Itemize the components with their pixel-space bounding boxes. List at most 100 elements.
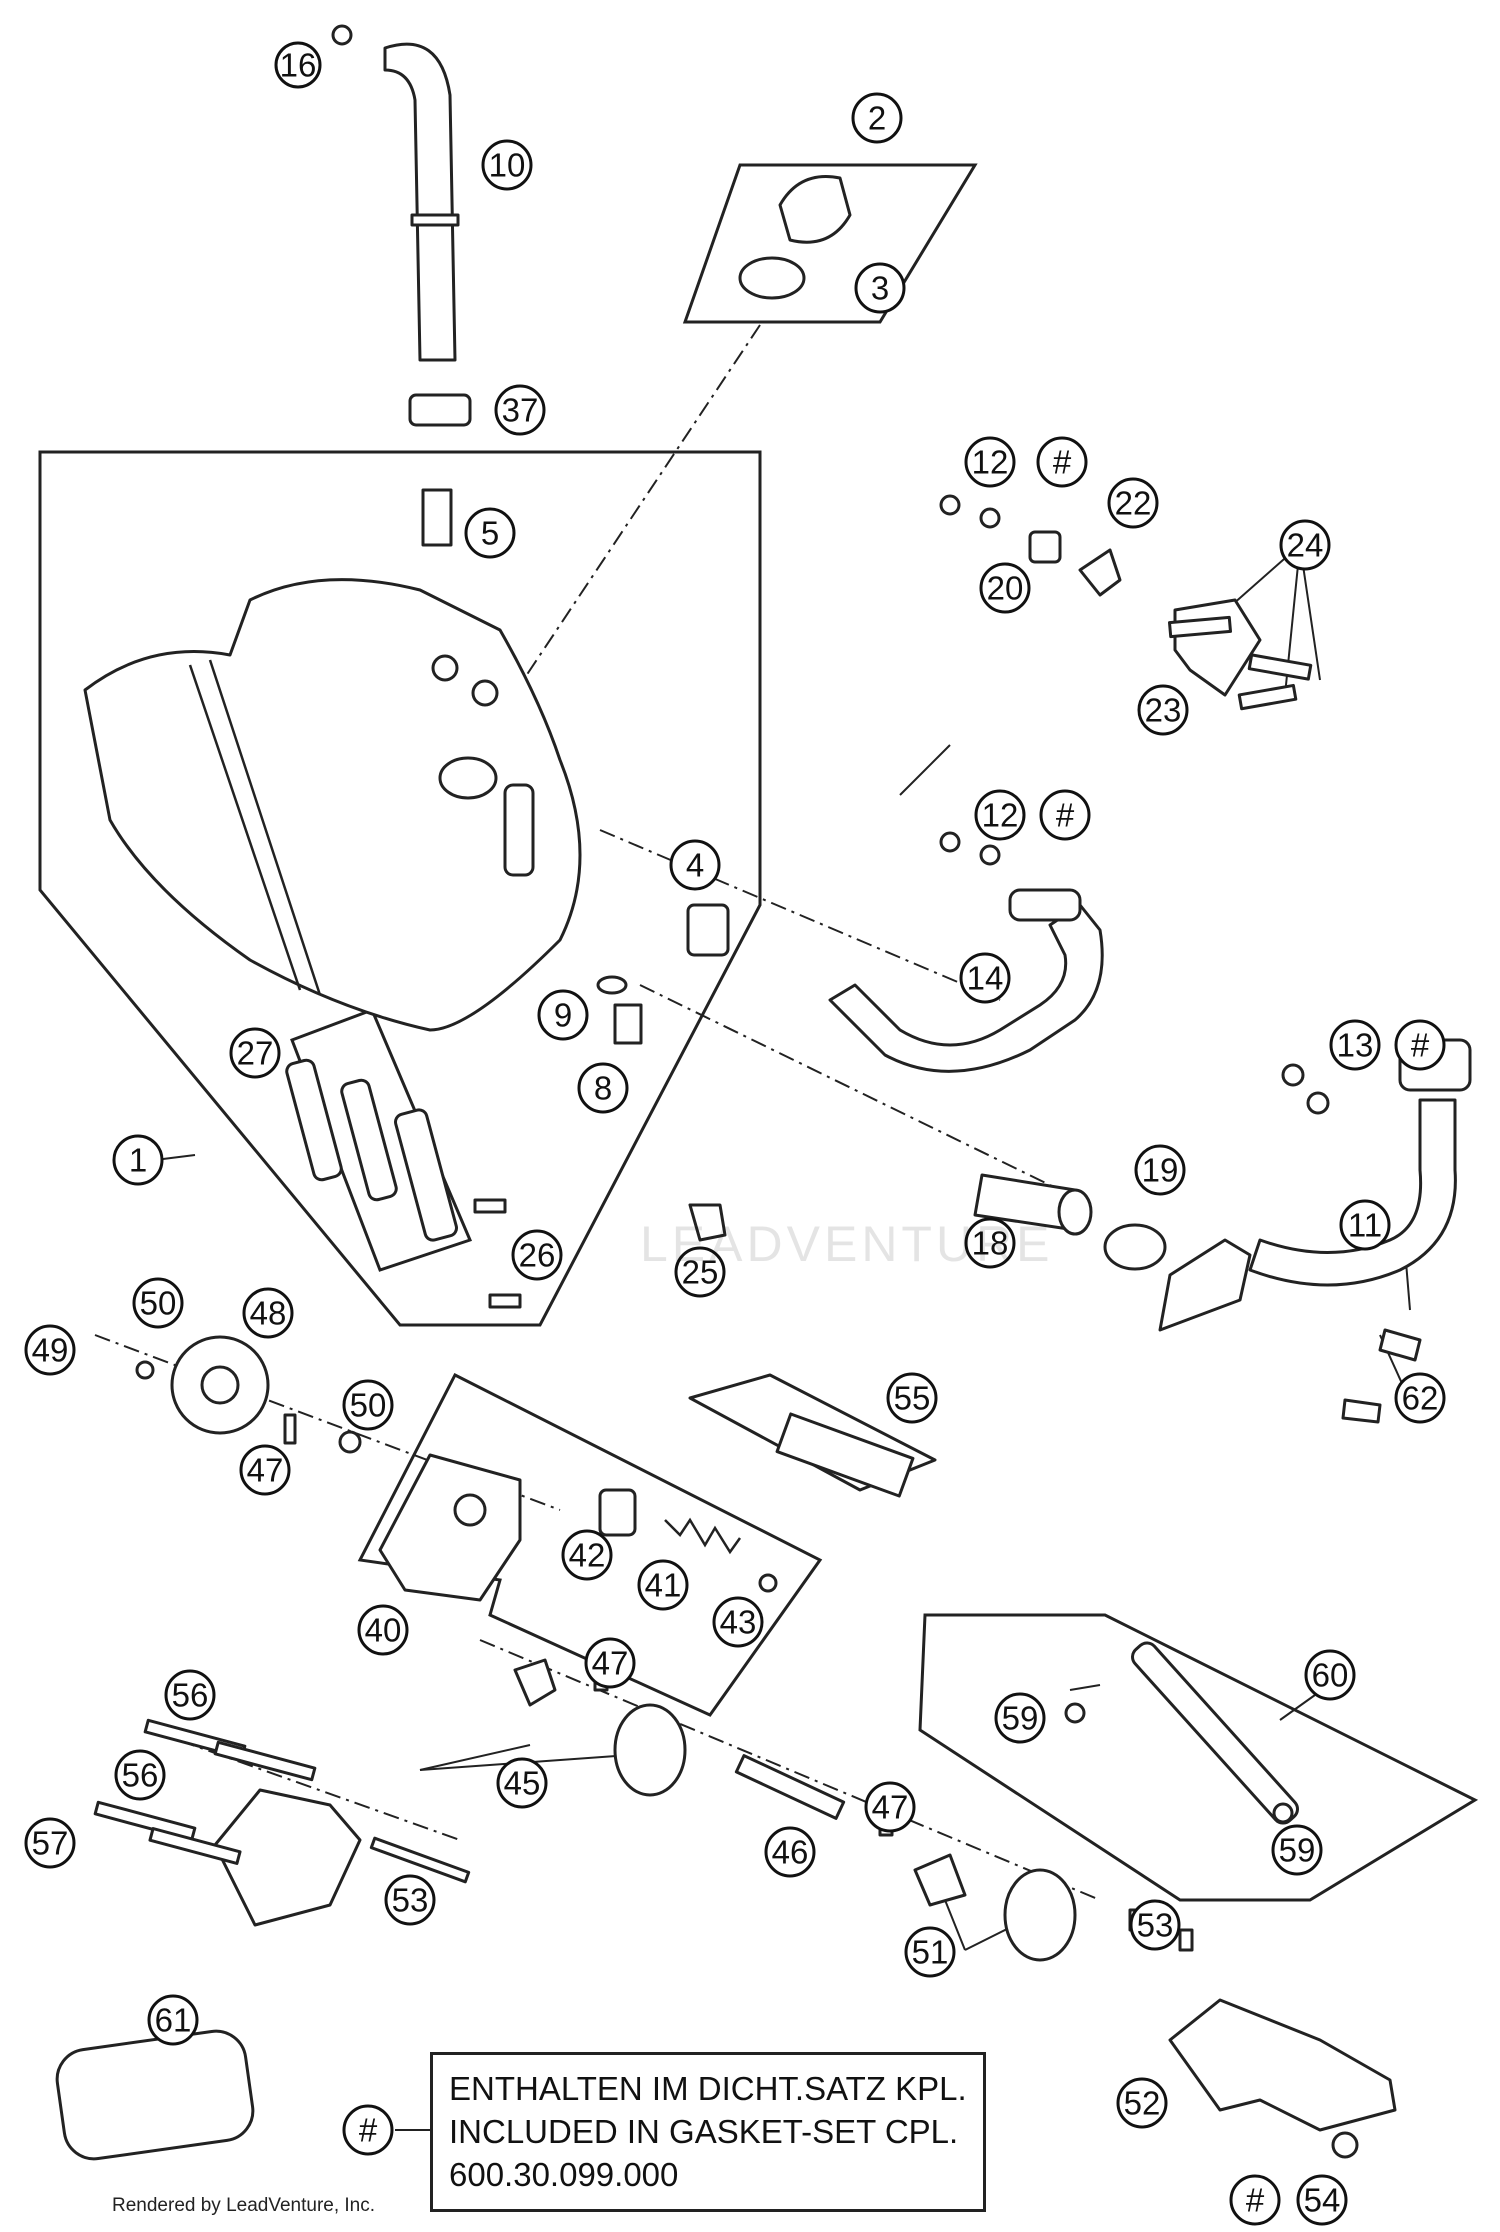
svg-text:#: # [1411,1027,1430,1064]
svg-text:3: 3 [871,270,889,307]
svg-text:50: 50 [350,1387,387,1424]
callout-hash-right: # [1394,1019,1446,1071]
spacer [1028,530,1062,564]
callout-43: 43 [712,1596,764,1648]
watermark-text: LEADVENTURE [640,1216,1054,1272]
svg-text:5: 5 [481,515,499,552]
callout-20: 20 [979,562,1031,614]
callout-55: 55 [886,1372,938,1424]
frame-oil-tank-group [38,450,762,1327]
callout-25: 25 [674,1246,726,1298]
oil-filter-cartridge [55,2029,255,2161]
pump-housing-rear [213,1788,362,1927]
oil-line-upper [828,903,1104,1073]
svg-text:43: 43 [720,1604,757,1641]
svg-text:49: 49 [32,1332,69,1369]
callout-24: 24 [1279,519,1331,571]
callout-4: 4 [669,839,721,891]
callout-12-top: 12 [964,436,1016,488]
svg-text:40: 40 [365,1612,402,1649]
svg-text:#: # [1053,444,1072,481]
callout-9: 9 [537,989,589,1041]
screen-gasket [285,1058,343,1182]
svg-text:61: 61 [155,2002,192,2039]
callout-61: 61 [147,1994,199,2046]
callout-19: 19 [1134,1144,1186,1196]
callout-46: 46 [764,1826,816,1878]
svg-text:41: 41 [645,1567,682,1604]
callout-47-right: 47 [864,1781,916,1833]
svg-text:19: 19 [1142,1152,1179,1189]
pressure-valve-piston [598,1488,637,1537]
svg-text:53: 53 [1137,1907,1174,1944]
svg-text:4: 4 [686,847,704,884]
svg-text:56: 56 [122,1757,159,1794]
mounting-bracket [1173,598,1262,697]
svg-text:22: 22 [1115,485,1152,522]
oil-pipe [1131,1641,1299,1825]
svg-text:12: 12 [982,797,1019,834]
callout-51: 51 [904,1926,956,1978]
frame-filler-cap-group [682,163,978,324]
svg-text:11: 11 [1348,1207,1382,1244]
svg-text:16: 16 [280,47,317,84]
svg-text:24: 24 [1287,527,1324,564]
callout-57: 57 [24,1817,76,1869]
svg-text:62: 62 [1402,1380,1439,1417]
callout-hash-bottom: # [1229,2174,1281,2226]
callout-5: 5 [464,507,516,559]
svg-text:26: 26 [519,1237,556,1274]
pump-rotor-inner [513,1658,557,1707]
svg-text:1: 1 [129,1142,147,1179]
callout-50-left: 50 [132,1277,184,1329]
svg-text:60: 60 [1312,1657,1349,1694]
note-line-english: INCLUDED IN GASKET-SET CPL. [449,2113,959,2150]
callout-62: 62 [1394,1372,1446,1424]
callout-22: 22 [1107,477,1159,529]
note-line-german: ENTHALTEN IM DICHT.SATZ KPL. [449,2070,967,2107]
callout-42: 42 [561,1529,613,1581]
svg-text:#: # [359,2112,378,2149]
breather-hose [383,42,457,362]
svg-text:2: 2 [868,100,886,137]
callout-14: 14 [959,952,1011,1004]
callout-3: 3 [854,262,906,314]
frame-filter-screen-group [290,1008,473,1272]
gasket-set-note: ENTHALTEN IM DICHT.SATZ KPL. INCLUDED IN… [430,2052,986,2212]
svg-text:27: 27 [237,1035,274,1072]
svg-text:46: 46 [772,1834,809,1871]
knob [1078,548,1122,597]
callout-12-mid: 12 [974,789,1026,841]
callout-59-bottom: 59 [1271,1824,1323,1876]
callout-45: 45 [496,1757,548,1809]
svg-text:56: 56 [172,1677,209,1714]
note-part-number: 600.30.099.000 [449,2156,679,2193]
callouts: 16 10 37 2 3 5 12 # 22 20 24 23 4 12 # 1… [24,41,1446,2226]
hose-clamp [408,393,472,427]
svg-text:52: 52 [1124,2085,1161,2122]
svg-text:48: 48 [250,1295,287,1332]
svg-text:25: 25 [682,1254,719,1291]
svg-text:20: 20 [987,570,1024,607]
pump-cover [378,1453,522,1602]
callout-47-mid: 47 [584,1637,636,1689]
callout-53-left: 53 [384,1874,436,1926]
svg-text:9: 9 [554,997,572,1034]
svg-text:14: 14 [967,960,1004,997]
filler-cap [778,175,852,244]
pump-shaft [734,1754,846,1820]
svg-text:13: 13 [1337,1027,1374,1064]
callout-37: 37 [494,384,546,436]
frame-shaft-group [918,1613,1479,1902]
svg-text:#: # [1056,797,1075,834]
callout-8: 8 [577,1062,629,1114]
valve-spring [664,1517,742,1555]
svg-text:47: 47 [247,1452,284,1489]
filter-seal [1103,1223,1167,1271]
breather-valve [421,488,453,547]
callout-41: 41 [637,1559,689,1611]
callout-11: 11 [1339,1199,1391,1251]
svg-text:59: 59 [1279,1832,1316,1869]
svg-text:51: 51 [912,1934,949,1971]
svg-text:37: 37 [502,392,539,429]
